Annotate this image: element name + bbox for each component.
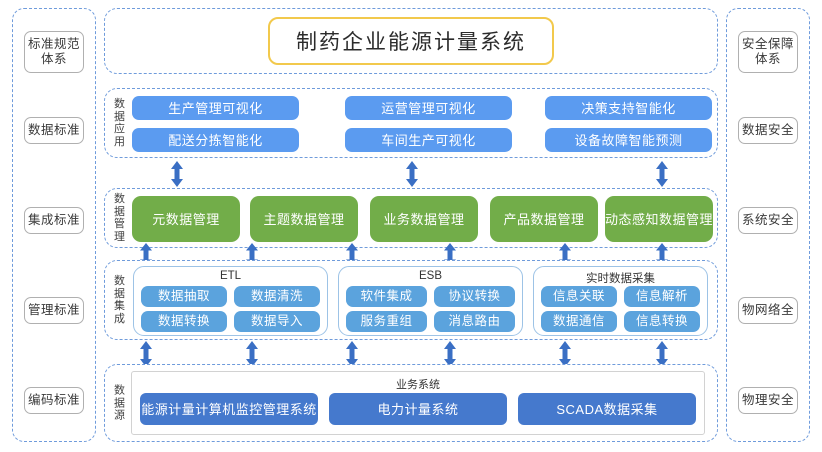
management-item-metadata[interactable]: 元数据管理 (132, 196, 240, 242)
security-column: 安全保障体系 数据安全 系统安全 物网络全 物理安全 (726, 8, 810, 442)
integration-item-data-transform[interactable]: 数据转换 (141, 311, 227, 332)
standards-item-3[interactable]: 管理标准 (24, 297, 84, 324)
source-item-energy-monitoring[interactable]: 能源计量计算机监控管理系统 (140, 393, 318, 425)
application-group-0: 生产管理可视化 配送分拣智能化 (132, 96, 299, 152)
application-item-production-visual[interactable]: 生产管理可视化 (132, 96, 299, 120)
standards-item-0[interactable]: 标准规范体系 (24, 31, 84, 73)
page-title: 制药企业能源计量系统 (268, 17, 554, 65)
integration-item-info-association[interactable]: 信息关联 (541, 286, 617, 307)
source-item-power-metering[interactable]: 电力计量系统 (329, 393, 507, 425)
integration-item-data-communication[interactable]: 数据通信 (541, 311, 617, 332)
application-item-operation-visual[interactable]: 运营管理可视化 (345, 96, 512, 120)
management-item-dynamic-sensing[interactable]: 动态感知数据管理 (605, 196, 713, 242)
integration-item-info-parsing[interactable]: 信息解析 (624, 286, 700, 307)
layer-label-application: 数据应用 (114, 98, 125, 148)
arrow-integ-src-3 (443, 341, 457, 367)
standards-item-4[interactable]: 编码标准 (24, 387, 84, 414)
layer-data-management: 数据管理 元数据管理 主题数据管理 业务数据管理 产品数据管理 动态感知数据管理 (104, 188, 718, 248)
security-item-1[interactable]: 数据安全 (738, 117, 798, 144)
application-item-fault-prediction[interactable]: 设备故障智能预测 (545, 128, 712, 152)
arrow-app-mgmt-2 (655, 161, 669, 187)
management-item-business-data[interactable]: 业务数据管理 (370, 196, 478, 242)
arrow-app-mgmt-0 (170, 161, 184, 187)
title-band: 制药企业能源计量系统 (104, 8, 718, 74)
business-system-panel: 业务系统 能源计量计算机监控管理系统 电力计量系统 SCADA数据采集 (131, 371, 705, 435)
integration-item-data-extract[interactable]: 数据抽取 (141, 286, 227, 307)
integration-item-info-conversion[interactable]: 信息转换 (624, 311, 700, 332)
management-item-subject-data[interactable]: 主题数据管理 (250, 196, 358, 242)
arrow-app-mgmt-1 (405, 161, 419, 187)
integration-group-etl: ETL 数据抽取 数据清洗 数据转换 数据导入 (133, 266, 328, 336)
integration-group-title-esb: ESB (418, 270, 442, 282)
standards-item-2[interactable]: 集成标准 (24, 207, 84, 234)
arrow-integ-src-4 (558, 341, 572, 367)
integration-group-esb: ESB 软件集成 协议转换 服务重组 消息路由 (338, 266, 523, 336)
source-item-scada[interactable]: SCADA数据采集 (518, 393, 696, 425)
integration-item-software-integration[interactable]: 软件集成 (346, 286, 427, 307)
layer-label-source: 数据源 (114, 384, 125, 422)
security-item-2[interactable]: 系统安全 (738, 207, 798, 234)
layer-label-management: 数据管理 (114, 193, 125, 243)
layer-label-integration: 数据集成 (114, 275, 125, 325)
integration-item-service-recombination[interactable]: 服务重组 (346, 311, 427, 332)
layer-data-integration: 数据集成 ETL 数据抽取 数据清洗 数据转换 数据导入 ESB 软件集成 协议… (104, 260, 718, 340)
standards-column: 标准规范体系 数据标准 集成标准 管理标准 编码标准 (12, 8, 96, 442)
application-item-delivery-sorting[interactable]: 配送分拣智能化 (132, 128, 299, 152)
management-item-product-data[interactable]: 产品数据管理 (490, 196, 598, 242)
arrow-integ-src-1 (245, 341, 259, 367)
layer-data-application: 数据应用 生产管理可视化 配送分拣智能化 运营管理可视化 车间生产可视化 决策支… (104, 88, 718, 158)
integration-item-message-routing[interactable]: 消息路由 (434, 311, 515, 332)
arrow-integ-src-2 (345, 341, 359, 367)
integration-item-data-import[interactable]: 数据导入 (234, 311, 320, 332)
integration-item-protocol-conversion[interactable]: 协议转换 (434, 286, 515, 307)
integration-item-data-clean[interactable]: 数据清洗 (234, 286, 320, 307)
arrow-integ-src-0 (139, 341, 153, 367)
arrow-integ-src-5 (655, 341, 669, 367)
security-item-4[interactable]: 物理安全 (738, 387, 798, 414)
integration-group-title-etl: ETL (219, 270, 242, 282)
security-item-3[interactable]: 物网络全 (738, 297, 798, 324)
integration-group-title-realtime: 实时数据采集 (586, 273, 655, 285)
application-group-2: 决策支持智能化 设备故障智能预测 (545, 96, 712, 152)
integration-group-realtime: 实时数据采集 信息关联 信息解析 数据通信 信息转换 (533, 266, 708, 336)
application-item-decision-support[interactable]: 决策支持智能化 (545, 96, 712, 120)
application-group-1: 运营管理可视化 车间生产可视化 (345, 96, 512, 152)
business-system-title: 业务系统 (396, 379, 440, 391)
layer-data-source: 数据源 业务系统 能源计量计算机监控管理系统 电力计量系统 SCADA数据采集 (104, 364, 718, 442)
security-item-0[interactable]: 安全保障体系 (738, 31, 798, 73)
application-item-workshop-visual[interactable]: 车间生产可视化 (345, 128, 512, 152)
standards-item-1[interactable]: 数据标准 (24, 117, 84, 144)
